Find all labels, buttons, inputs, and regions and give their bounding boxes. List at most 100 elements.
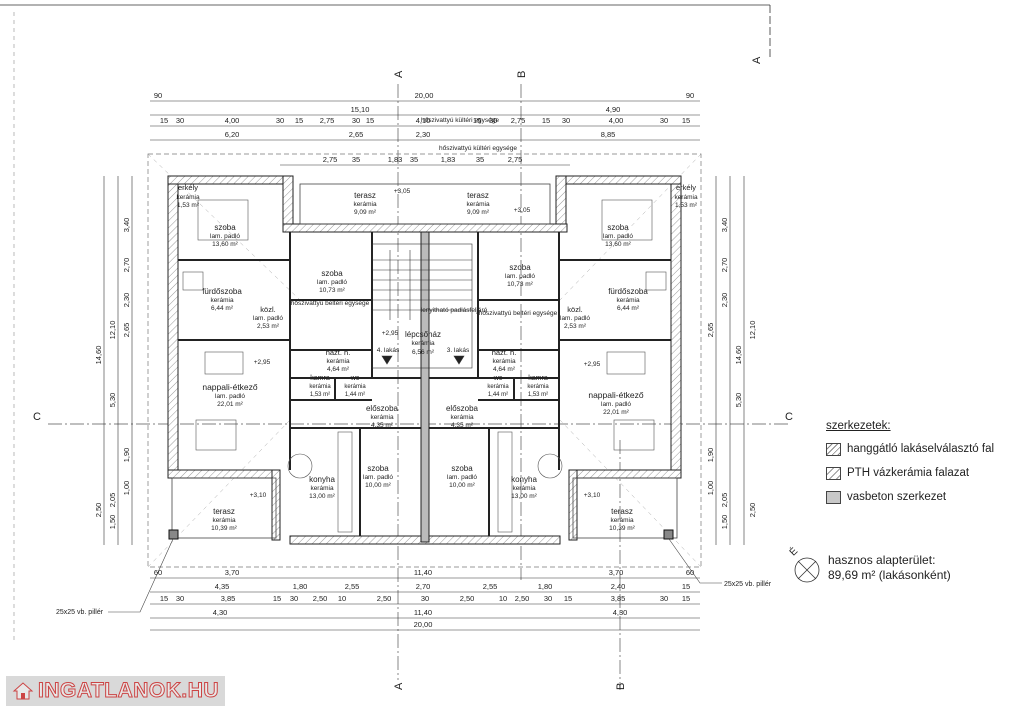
- svg-text:szoba: szoba: [509, 263, 531, 272]
- svg-text:2,70: 2,70: [416, 582, 431, 591]
- svg-text:kerámia: kerámia: [309, 384, 331, 390]
- party-wall: [420, 231, 430, 543]
- svg-text:szoba: szoba: [607, 223, 629, 232]
- legend-item-concrete: vasbeton szerkezet: [826, 486, 1016, 508]
- svg-text:terasz: terasz: [467, 191, 489, 200]
- svg-text:előszoba: előszoba: [446, 404, 479, 413]
- svg-text:2,75: 2,75: [508, 155, 523, 164]
- room-hall-left: előszoba kerámia 4,35 m²: [366, 404, 399, 429]
- structure-legend: szerkezetek: hanggátló lakáselválasztó f…: [826, 420, 1016, 510]
- svg-text:35: 35: [352, 155, 360, 164]
- room-balcony-left: erkély kerámia 1,53 m²: [176, 183, 200, 209]
- level-310-left: +3,10: [250, 492, 267, 499]
- svg-text:2,70: 2,70: [122, 258, 131, 273]
- left-dimension-labels: 14,60 12,10 3,40 2,70 2,30 2,65 5,30 1,9…: [94, 218, 131, 530]
- section-marker-c-right: C: [785, 411, 793, 423]
- svg-text:8,85: 8,85: [601, 130, 616, 139]
- section-markers: A B A B A C C: [33, 56, 793, 690]
- section-marker-b-top: B: [516, 71, 528, 78]
- svg-text:1,90: 1,90: [122, 448, 131, 463]
- svg-text:6,20: 6,20: [225, 130, 240, 139]
- apartment-3-label: 3. lakás: [447, 347, 470, 354]
- svg-text:4,10: 4,10: [416, 116, 431, 125]
- svg-text:1,80: 1,80: [293, 582, 308, 591]
- staircase: [371, 243, 473, 369]
- svg-text:2,65: 2,65: [706, 323, 715, 338]
- overall-width-top: 20,00: [415, 91, 434, 100]
- svg-text:2,53 m²: 2,53 m²: [257, 323, 280, 330]
- svg-text:szoba: szoba: [214, 223, 236, 232]
- section-marker-a-top: A: [393, 70, 405, 78]
- svg-text:lam. padló: lam. padló: [215, 393, 245, 400]
- room-utility-right: házt. h. kerámia 4,64 m²: [492, 348, 517, 373]
- svg-text:12,10: 12,10: [108, 321, 117, 340]
- svg-text:6,44 m²: 6,44 m²: [617, 305, 640, 312]
- pillar-left: [168, 529, 179, 540]
- svg-text:15: 15: [366, 116, 374, 125]
- svg-text:30: 30: [352, 116, 360, 125]
- room-terrace-top-left: terasz kerámia 9,09 m²: [353, 191, 377, 216]
- section-marker-b-bottom: B: [615, 683, 627, 690]
- svg-text:4,35: 4,35: [215, 582, 230, 591]
- usable-area-label: hasznos alapterület:: [828, 553, 936, 567]
- svg-text:lam. padló: lam. padló: [210, 233, 240, 240]
- room-terrace-bottom-left: terasz kerámia 10,39 m²: [211, 507, 237, 532]
- svg-text:kerámia: kerámia: [310, 485, 334, 492]
- room-corridor-right: közl. lam. padló 2,53 m²: [560, 305, 590, 330]
- svg-text:fürdőszoba: fürdőszoba: [608, 287, 648, 296]
- legend-label-pth-brick: PTH vázkerámia falazat: [847, 467, 970, 479]
- svg-text:4,64 m²: 4,64 m²: [327, 366, 350, 373]
- level-295-right: +2,95: [584, 361, 601, 368]
- svg-text:1,53 m²: 1,53 m²: [675, 202, 698, 209]
- level-295-left: +2,95: [254, 359, 271, 366]
- room-hall-right: előszoba kerámia 4,35 m²: [446, 404, 479, 429]
- svg-text:lépcsőház: lépcsőház: [405, 330, 441, 339]
- svg-text:2,50: 2,50: [313, 594, 328, 603]
- svg-text:30: 30: [276, 116, 284, 125]
- svg-text:szoba: szoba: [451, 464, 473, 473]
- svg-text:9,09 m²: 9,09 m²: [467, 209, 490, 216]
- svg-text:kamra: kamra: [310, 375, 330, 382]
- svg-text:3,70: 3,70: [225, 568, 240, 577]
- svg-text:kerámia: kerámia: [487, 384, 509, 390]
- svg-text:4,64 m²: 4,64 m²: [493, 366, 516, 373]
- level-310-right: +3,10: [584, 492, 601, 499]
- svg-text:konyha: konyha: [309, 475, 335, 484]
- svg-text:kerámia: kerámia: [411, 340, 435, 347]
- room-bedroom-right-3: szoba lam. padló 10,00 m²: [447, 464, 477, 489]
- svg-text:erkély: erkély: [178, 183, 198, 192]
- room-terrace-top-right: terasz kerámia 9,09 m²: [466, 191, 490, 216]
- svg-text:kerámia: kerámia: [610, 517, 634, 524]
- svg-text:35: 35: [410, 155, 418, 164]
- svg-text:13,00 m²: 13,00 m²: [309, 493, 335, 500]
- svg-text:közl.: közl.: [260, 305, 275, 314]
- top-dimension-lines: [150, 100, 700, 166]
- svg-text:22,01 m²: 22,01 m²: [217, 401, 243, 408]
- svg-text:15: 15: [682, 116, 690, 125]
- svg-text:2,30: 2,30: [416, 130, 431, 139]
- svg-text:15: 15: [160, 116, 168, 125]
- overall-depth-right: 14,60: [734, 346, 743, 365]
- top-dimension-labels: 90 20,00 90 15,10 4,90 15 30 4,00 30 15 …: [154, 91, 694, 164]
- level-295-stair: +2,95: [382, 330, 399, 337]
- svg-text:wc: wc: [350, 375, 360, 382]
- svg-text:4,35 m²: 4,35 m²: [371, 422, 394, 429]
- sheet-frame: [0, 4, 771, 640]
- svg-text:lam. padló: lam. padló: [603, 233, 633, 240]
- svg-text:1,44 m²: 1,44 m²: [488, 392, 508, 398]
- svg-text:30: 30: [489, 116, 497, 125]
- svg-text:1,83: 1,83: [441, 155, 456, 164]
- svg-text:15: 15: [682, 594, 690, 603]
- room-kitchen-right: konyha kerámia 13,00 m²: [511, 475, 538, 500]
- svg-text:wc: wc: [493, 375, 503, 382]
- svg-text:erkély: erkély: [676, 183, 696, 192]
- svg-text:5,30: 5,30: [108, 393, 117, 408]
- svg-text:2,70: 2,70: [720, 258, 729, 273]
- svg-text:9,09 m²: 9,09 m²: [354, 209, 377, 216]
- svg-text:10,39 m²: 10,39 m²: [211, 525, 237, 532]
- svg-text:1,44 m²: 1,44 m²: [345, 392, 365, 398]
- room-labels: erkély kerámia 1,53 m² szoba lam. padló …: [176, 183, 698, 532]
- room-kitchen-left: konyha kerámia 13,00 m²: [309, 475, 336, 500]
- svg-text:11,40: 11,40: [414, 608, 432, 617]
- svg-text:2,55: 2,55: [345, 582, 360, 591]
